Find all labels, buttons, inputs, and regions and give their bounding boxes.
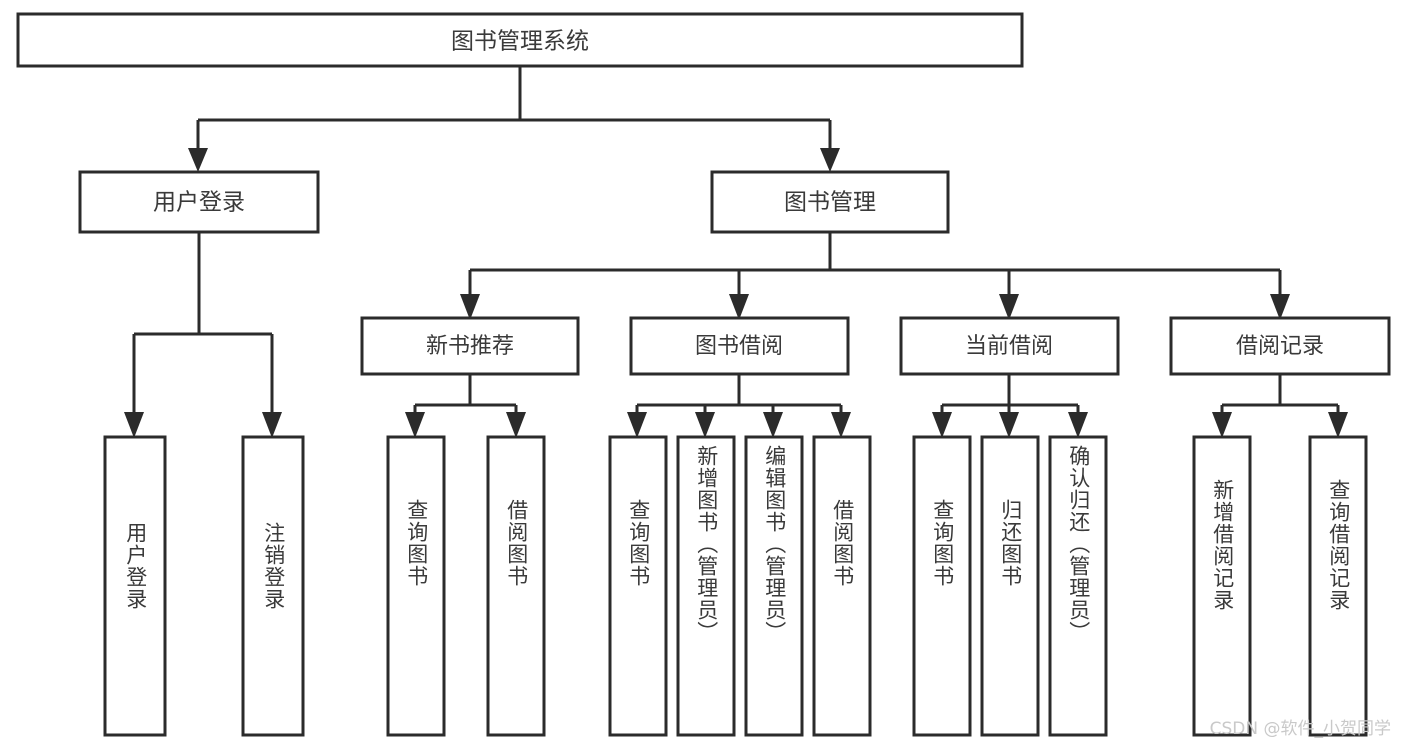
- node-root[interactable]: 图书管理系统: [16, 12, 1024, 68]
- connector-book-manage-to-level3: [460, 232, 1290, 320]
- leaf-box-confirm-return[interactable]: [1048, 435, 1108, 737]
- arrow-icon-leaf-borrow-book-2: [831, 412, 851, 438]
- arrow-icon-leaf-borrow-book-1: [506, 412, 526, 438]
- arrow-icon-borrow-record: [1270, 294, 1290, 320]
- node-user-login-box[interactable]: [78, 170, 320, 234]
- node-current-borrow-label: 当前借阅: [965, 334, 1053, 359]
- arrow-icon-leaf-add-book: [695, 412, 715, 438]
- leaf-box-query-book-2[interactable]: [608, 435, 668, 737]
- node-book-borrow[interactable]: 图书借阅: [629, 316, 850, 376]
- leaf-box-edit-book[interactable]: [744, 435, 804, 737]
- leaf-box-user-login[interactable]: [103, 435, 167, 737]
- arrow-icon-book-manage: [820, 148, 840, 172]
- arrow-icon-leaf-return-book: [999, 412, 1019, 438]
- arrow-icon-leaf-user-login: [124, 412, 144, 438]
- connector-book-borrow-to-leaves: [627, 374, 851, 438]
- connector-borrow-record-to-leaves: [1212, 374, 1348, 438]
- leaf-box-return-book[interactable]: [980, 435, 1040, 737]
- arrow-icon-leaf-query-book-2: [627, 412, 647, 438]
- node-new-book-recommend-box[interactable]: [360, 316, 580, 376]
- leaf-box-query-record[interactable]: [1308, 435, 1368, 737]
- node-book-manage-label: 图书管理: [784, 190, 876, 216]
- arrow-icon-leaf-user-logout: [262, 412, 282, 438]
- arrow-icon-leaf-query-book-1: [405, 412, 425, 438]
- connector-current-borrow-to-leaves: [932, 374, 1088, 438]
- node-book-borrow-label: 图书借阅: [695, 334, 783, 359]
- leaf-box-borrow-book-1[interactable]: [486, 435, 546, 737]
- node-current-borrow-box[interactable]: [899, 316, 1120, 376]
- node-user-login[interactable]: 用户登录: [78, 170, 320, 234]
- arrow-icon-leaf-query-record: [1328, 412, 1348, 438]
- node-borrow-record-label: 借阅记录: [1236, 334, 1324, 359]
- leaf-box-query-book-3[interactable]: [912, 435, 972, 737]
- leaf-box-add-record[interactable]: [1192, 435, 1252, 737]
- leaf-box-borrow-book-2[interactable]: [812, 435, 872, 737]
- node-borrow-record-box[interactable]: [1169, 316, 1391, 376]
- arrow-icon-new-book-recommend: [460, 294, 480, 320]
- node-new-book-recommend-label: 新书推荐: [426, 334, 514, 359]
- arrow-icon-leaf-confirm-return: [1068, 412, 1088, 438]
- node-book-manage[interactable]: 图书管理: [710, 170, 950, 234]
- node-current-borrow[interactable]: 当前借阅: [899, 316, 1120, 376]
- arrow-icon-leaf-edit-book: [763, 412, 783, 438]
- leaf-box-user-logout[interactable]: [241, 435, 305, 737]
- arrow-icon-leaf-query-book-3: [932, 412, 952, 438]
- node-book-borrow-box[interactable]: [629, 316, 850, 376]
- arrow-icon-book-borrow: [729, 294, 749, 320]
- connector-user-login-to-leaves: [124, 232, 282, 438]
- watermark-text: CSDN @软件_小贺同学: [1209, 719, 1391, 739]
- arrow-icon-user-login: [188, 148, 208, 172]
- node-user-login-label: 用户登录: [153, 190, 245, 216]
- leaf-box-add-book[interactable]: [676, 435, 736, 737]
- node-new-book-recommend[interactable]: 新书推荐: [360, 316, 580, 376]
- arrow-icon-current-borrow: [999, 294, 1019, 320]
- arrow-icon-leaf-add-record: [1212, 412, 1232, 438]
- node-borrow-record[interactable]: 借阅记录: [1169, 316, 1391, 376]
- node-book-manage-box[interactable]: [710, 170, 950, 234]
- leaf-box-query-book-1[interactable]: [386, 435, 446, 737]
- connector-root-to-level2: [188, 66, 840, 172]
- node-root-label: 图书管理系统: [451, 29, 589, 55]
- connector-new-book-recommend-to-leaves: [405, 374, 526, 438]
- node-root-box[interactable]: [16, 12, 1024, 68]
